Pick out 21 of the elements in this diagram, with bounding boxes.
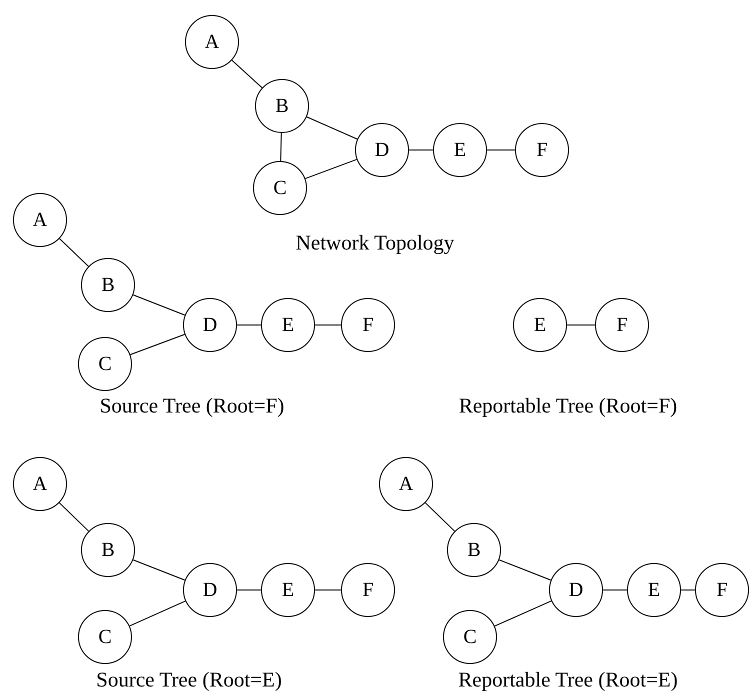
connector-line [314,324,342,326]
connector-line [424,502,456,532]
connector-line [59,238,89,267]
diagram-caption: Reportable Tree (Root=E) [458,670,678,690]
connector-line [566,324,596,326]
connector-line [130,334,186,356]
connector-line [132,294,186,316]
connector-line [306,116,358,140]
diagram-caption: Source Tree (Root=F) [100,396,284,416]
connector-line [494,600,552,627]
connector-line [231,60,263,88]
connector-line [129,600,186,626]
diagram-caption: Network Topology [296,232,454,254]
connector-line [132,559,186,581]
connector-line [498,559,552,581]
connector-line [304,158,358,180]
diagram-caption: Source Tree (Root=E) [96,670,282,690]
diagram-caption: Reportable Tree (Root=F) [458,396,678,416]
connector-line [58,502,90,532]
connector-line [280,132,282,162]
connector-line [236,324,262,326]
